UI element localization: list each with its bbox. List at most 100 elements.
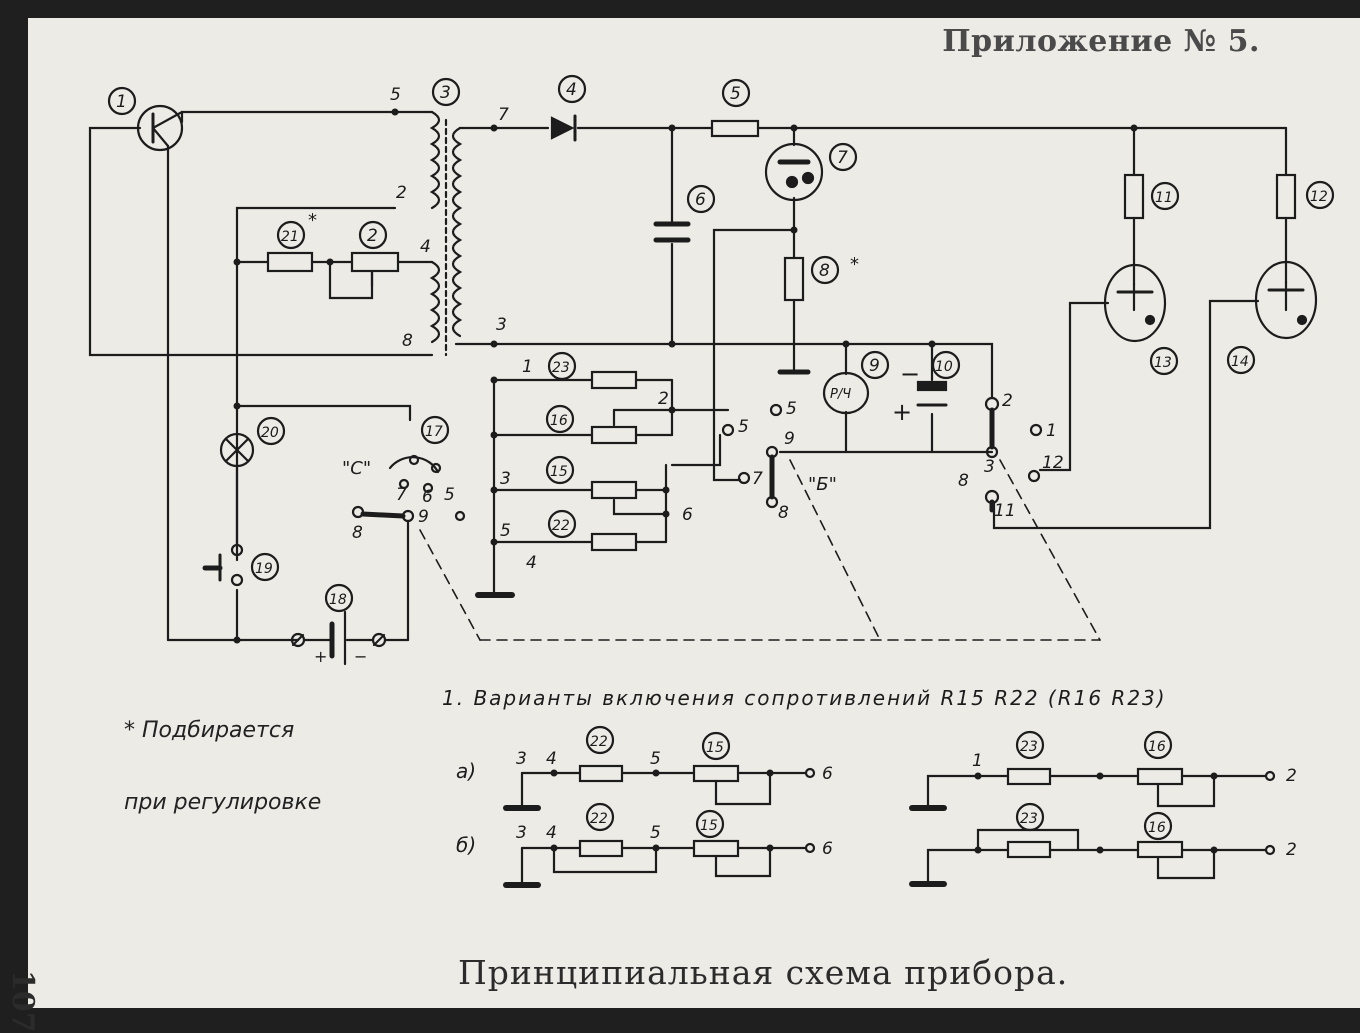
note-star: * Подбирается bbox=[124, 718, 295, 743]
tube-13 bbox=[1103, 263, 1179, 376]
variant-a-label: а) bbox=[456, 759, 476, 783]
page-number: 107 bbox=[5, 970, 40, 1033]
label-c13: 13 bbox=[1154, 355, 1172, 371]
circuit-schematic: 1 2 3 4 5 6 7 8 9 10 11 12 13 14 15 16 1… bbox=[88, 74, 1335, 888]
label-c1: 1 bbox=[116, 92, 127, 112]
capacitor-10 bbox=[916, 350, 961, 407]
vd-2: 2 bbox=[1286, 840, 1297, 860]
terminal: 2 bbox=[658, 389, 669, 409]
label-c17: 17 bbox=[425, 424, 443, 440]
switch-b-label: "Б" bbox=[808, 474, 837, 495]
wires-top bbox=[454, 126, 1288, 482]
minus-sign: − bbox=[900, 360, 920, 388]
label-c6: 6 bbox=[695, 190, 706, 210]
transistor-1 bbox=[107, 86, 184, 152]
vb-5: 5 bbox=[650, 823, 661, 843]
terminal: 3 bbox=[500, 469, 511, 489]
neon-7 bbox=[764, 142, 858, 202]
lamp-20 bbox=[219, 416, 286, 468]
variant-c-diagram bbox=[909, 730, 1276, 811]
battery-plus: + bbox=[314, 647, 327, 666]
switch-17 bbox=[351, 415, 466, 530]
label-c3: 3 bbox=[440, 83, 451, 103]
vc-1: 1 bbox=[972, 751, 983, 771]
pushbutton-19 bbox=[202, 543, 280, 587]
terminal: 4 bbox=[526, 553, 537, 573]
terminal: 7 bbox=[498, 105, 509, 125]
label-c7: 7 bbox=[837, 148, 848, 168]
figure-caption: Принципиальная схема прибора. bbox=[458, 953, 1069, 992]
label-c4: 4 bbox=[566, 80, 577, 100]
label-c18: 18 bbox=[329, 592, 347, 608]
wires-right bbox=[992, 126, 1288, 530]
terminal: 7 bbox=[752, 469, 763, 489]
variant-a-diagram bbox=[503, 725, 816, 811]
label-c16: 16 bbox=[550, 413, 568, 429]
meter-label: Р/Ч bbox=[830, 387, 851, 402]
terminal: 5 bbox=[738, 417, 749, 437]
label-c11: 11 bbox=[1155, 190, 1173, 206]
va-6: 6 bbox=[822, 764, 833, 784]
va-3: 3 bbox=[516, 749, 527, 769]
variants-title: 1. Варианты включения сопротивлений R15 … bbox=[442, 686, 1167, 710]
label-c23: 23 bbox=[552, 360, 570, 376]
resistor-8 bbox=[777, 255, 840, 375]
terminal: 1 bbox=[522, 357, 533, 377]
terminal: 12 bbox=[1042, 453, 1064, 473]
transformer-3 bbox=[429, 77, 463, 357]
appendix-header: Приложение № 5. bbox=[942, 24, 1260, 59]
resistor-12 bbox=[1275, 173, 1335, 220]
va-5: 5 bbox=[650, 749, 661, 769]
label-c8: 8 bbox=[819, 261, 830, 281]
vb-4: 4 bbox=[546, 823, 557, 843]
battery-minus: − bbox=[354, 647, 367, 666]
vb-3: 3 bbox=[516, 823, 527, 843]
terminal: 5 bbox=[390, 85, 401, 105]
switch-right bbox=[984, 396, 1043, 513]
star-8: * bbox=[850, 254, 859, 275]
variant-d-diagram bbox=[909, 802, 1276, 887]
label-c10: 10 bbox=[935, 359, 953, 375]
resistor-11 bbox=[1123, 173, 1180, 220]
terminal: 6 bbox=[682, 505, 693, 525]
diode-4 bbox=[550, 74, 587, 142]
junction-dots bbox=[233, 108, 1138, 644]
scanned-page: Приложение № 5. bbox=[5, 18, 1360, 1033]
label-c20: 20 bbox=[261, 425, 279, 441]
vlabel-15b: 15 bbox=[700, 818, 718, 834]
terminal: 3 bbox=[984, 457, 995, 477]
terminal: 5 bbox=[500, 521, 511, 541]
label-c21: 21 bbox=[281, 229, 299, 245]
label-c12: 12 bbox=[1310, 189, 1328, 205]
terminal: 9 bbox=[418, 507, 429, 527]
vlabel-16c: 16 bbox=[1148, 739, 1166, 755]
vlabel-23c: 23 bbox=[1020, 739, 1038, 755]
vlabel-22b: 22 bbox=[590, 811, 608, 827]
battery-18 bbox=[290, 583, 387, 666]
vb-6: 6 bbox=[822, 839, 833, 859]
vlabel-22a: 22 bbox=[590, 734, 608, 750]
resistor-21 bbox=[266, 220, 314, 273]
potentiometer-2 bbox=[350, 220, 400, 288]
terminal: 3 bbox=[496, 315, 507, 335]
terminal: 8 bbox=[958, 471, 969, 491]
terminal: 8 bbox=[402, 331, 413, 351]
terminal: 5 bbox=[786, 399, 797, 419]
terminal: 5 bbox=[444, 485, 455, 505]
label-c14: 14 bbox=[1231, 354, 1249, 370]
switch-c-label: "С" bbox=[342, 458, 371, 479]
plus-sign: + bbox=[892, 398, 912, 426]
tube-14 bbox=[1226, 260, 1318, 375]
note-star-cont: при регулировке bbox=[124, 790, 322, 815]
vc-2: 2 bbox=[1286, 766, 1297, 786]
terminal: 4 bbox=[420, 237, 431, 257]
terminal: 11 bbox=[994, 501, 1016, 521]
terminal: 1 bbox=[1046, 421, 1057, 441]
label-c19: 19 bbox=[255, 561, 273, 577]
terminal: 2 bbox=[396, 183, 407, 203]
variant-dots bbox=[550, 769, 1218, 854]
va-4: 4 bbox=[546, 749, 557, 769]
label-c9: 9 bbox=[869, 356, 880, 376]
star-21: * bbox=[308, 210, 317, 231]
label-c22: 22 bbox=[552, 518, 570, 534]
